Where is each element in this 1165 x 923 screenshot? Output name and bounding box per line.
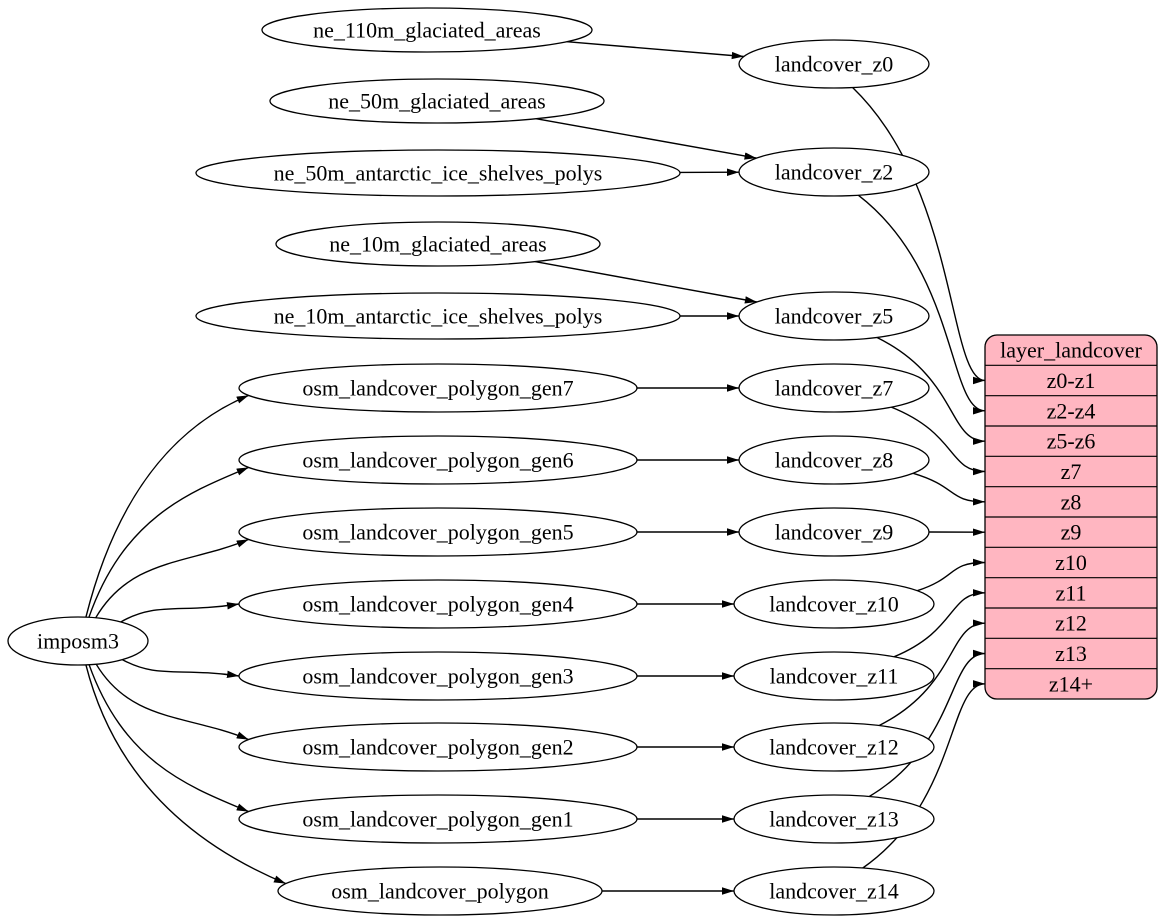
node-label-landcover_z13: landcover_z13 <box>769 806 899 831</box>
node-landcover_z11 <box>733 651 935 701</box>
edge-landcover_z12-to-layer_landcover-z12 <box>878 619 986 727</box>
record-row-z2-z4: z2-z4 <box>1047 398 1096 423</box>
edge-imposm3-to-osm_landcover_polygon_gen1 <box>88 664 249 813</box>
node-label-landcover_z9: landcover_z9 <box>775 519 894 544</box>
node-osm_landcover_polygon_gen7 <box>238 363 638 413</box>
record-row-z0-z1: z0-z1 <box>1047 368 1096 393</box>
node-label-ne_10m_antarctic_ice_shelves_polys: ne_10m_antarctic_ice_shelves_polys <box>274 303 603 328</box>
node-label-landcover_z11: landcover_z11 <box>770 663 899 688</box>
node-label-imposm3: imposm3 <box>37 628 119 653</box>
node-label-landcover_z14: landcover_z14 <box>769 878 899 903</box>
record-row-z7: z7 <box>1061 459 1082 484</box>
edge-landcover_z0-to-layer_landcover-z0-z1 <box>852 86 986 385</box>
edge-landcover_z10-to-layer_landcover-z10 <box>917 558 986 592</box>
edge-ne_110m_glaciated_areas-to-landcover_z0 <box>566 41 744 60</box>
node-label-landcover_z8: landcover_z8 <box>775 447 894 472</box>
node-ne_10m_glaciated_areas <box>275 221 601 267</box>
record-row-z5-z6: z5-z6 <box>1047 429 1096 454</box>
node-label-osm_landcover_polygon_gen3: osm_landcover_polygon_gen3 <box>302 663 573 688</box>
node-landcover_z9 <box>738 507 930 557</box>
node-landcover_z10 <box>733 579 935 629</box>
node-osm_landcover_polygon_gen3 <box>238 651 638 701</box>
node-osm_landcover_polygon_gen4 <box>238 579 638 629</box>
node-landcover_z14 <box>733 866 935 916</box>
node-landcover_z5 <box>738 291 930 341</box>
edge-imposm3-to-osm_landcover_polygon_gen6 <box>88 466 249 618</box>
record-row-z12: z12 <box>1055 611 1087 636</box>
record-row-z10: z10 <box>1055 550 1087 575</box>
node-label-osm_landcover_polygon_gen4: osm_landcover_polygon_gen4 <box>302 591 573 616</box>
node-label-osm_landcover_polygon_gen6: osm_landcover_polygon_gen6 <box>302 447 573 472</box>
edge-landcover_z13-to-layer_landcover-z13 <box>868 649 986 798</box>
node-landcover_z0 <box>738 39 930 89</box>
node-label-landcover_z5: landcover_z5 <box>775 303 894 328</box>
node-osm_landcover_polygon_gen6 <box>238 435 638 485</box>
edge-landcover_z7-to-layer_landcover-z7 <box>891 406 986 476</box>
node-osm_landcover_polygon_gen2 <box>238 722 638 772</box>
record-title: layer_landcover <box>1000 338 1142 363</box>
node-label-ne_50m_antarctic_ice_shelves_polys: ne_50m_antarctic_ice_shelves_polys <box>274 160 603 185</box>
edges-layer <box>85 41 986 895</box>
node-label-landcover_z10: landcover_z10 <box>769 591 899 616</box>
node-landcover_z8 <box>738 435 930 485</box>
node-ne_50m_antarctic_ice_shelves_polys <box>195 149 681 197</box>
node-ne_110m_glaciated_areas <box>261 7 593 53</box>
node-label-osm_landcover_polygon_gen5: osm_landcover_polygon_gen5 <box>302 519 573 544</box>
edge-landcover_z5-to-layer_landcover-z5-z6 <box>876 336 986 445</box>
node-label-landcover_z2: landcover_z2 <box>775 159 894 184</box>
node-label-osm_landcover_polygon_gen2: osm_landcover_polygon_gen2 <box>302 734 573 759</box>
edge-landcover_z11-to-layer_landcover-z11 <box>893 589 986 658</box>
record-layer: layer_landcover z0-z1 z2-z4 z5-z6 z7 z8 z9 z10 z… <box>984 334 1158 700</box>
node-landcover_z7 <box>738 363 930 413</box>
edge-imposm3-to-osm_landcover_polygon_gen3 <box>121 658 240 678</box>
node-label-osm_landcover_polygon: osm_landcover_polygon <box>331 878 549 903</box>
edge-ne_10m_glaciated_areas-to-landcover_z5 <box>534 260 758 304</box>
node-label-osm_landcover_polygon_gen1: osm_landcover_polygon_gen1 <box>302 806 573 831</box>
node-label-osm_landcover_polygon_gen7: osm_landcover_polygon_gen7 <box>302 375 573 400</box>
node-landcover_z12 <box>733 722 935 772</box>
node-label-landcover_z12: landcover_z12 <box>769 734 899 759</box>
edge-landcover_z8-to-layer_landcover-z8 <box>913 472 986 506</box>
edge-landcover_z14-to-layer_landcover-z14+ <box>862 680 986 869</box>
node-label-landcover_z7: landcover_z7 <box>775 375 894 400</box>
node-landcover_z13 <box>733 794 935 844</box>
record-row-z9: z9 <box>1061 520 1082 545</box>
node-osm_landcover_polygon_gen5 <box>238 507 638 557</box>
nodes-layer: imposm3 ne_110m_glaciated_areas ne_50m_gla… <box>7 7 935 916</box>
node-label-ne_10m_glaciated_areas: ne_10m_glaciated_areas <box>329 231 546 256</box>
edge-imposm3-to-osm_landcover_polygon_gen2 <box>95 663 249 741</box>
node-osm_landcover_polygon_gen1 <box>238 794 638 844</box>
record-row-z8: z8 <box>1061 489 1082 514</box>
node-osm_landcover_polygon <box>277 866 603 916</box>
node-landcover_z2 <box>738 147 930 197</box>
edge-imposm3-to-osm_landcover_polygon_gen7 <box>85 394 249 618</box>
node-label-ne_110m_glaciated_areas: ne_110m_glaciated_areas <box>313 17 541 42</box>
edge-imposm3-to-osm_landcover_polygon <box>85 664 287 885</box>
edge-imposm3-to-osm_landcover_polygon_gen5 <box>95 538 249 619</box>
edge-landcover_z2-to-layer_landcover-z2-z4 <box>857 194 986 415</box>
edge-ne_50m_glaciated_areas-to-landcover_z2 <box>535 118 757 160</box>
edge-imposm3-to-osm_landcover_polygon_gen4 <box>120 602 240 623</box>
record-row-z13: z13 <box>1055 641 1087 666</box>
node-imposm3 <box>7 616 149 666</box>
record-row-z11: z11 <box>1056 580 1087 605</box>
node-label-landcover_z0: landcover_z0 <box>775 51 894 76</box>
record-row-z14+: z14+ <box>1049 671 1093 696</box>
node-ne_10m_antarctic_ice_shelves_polys <box>195 292 681 340</box>
node-label-ne_50m_glaciated_areas: ne_50m_glaciated_areas <box>328 88 545 113</box>
node-ne_50m_glaciated_areas <box>269 78 605 124</box>
